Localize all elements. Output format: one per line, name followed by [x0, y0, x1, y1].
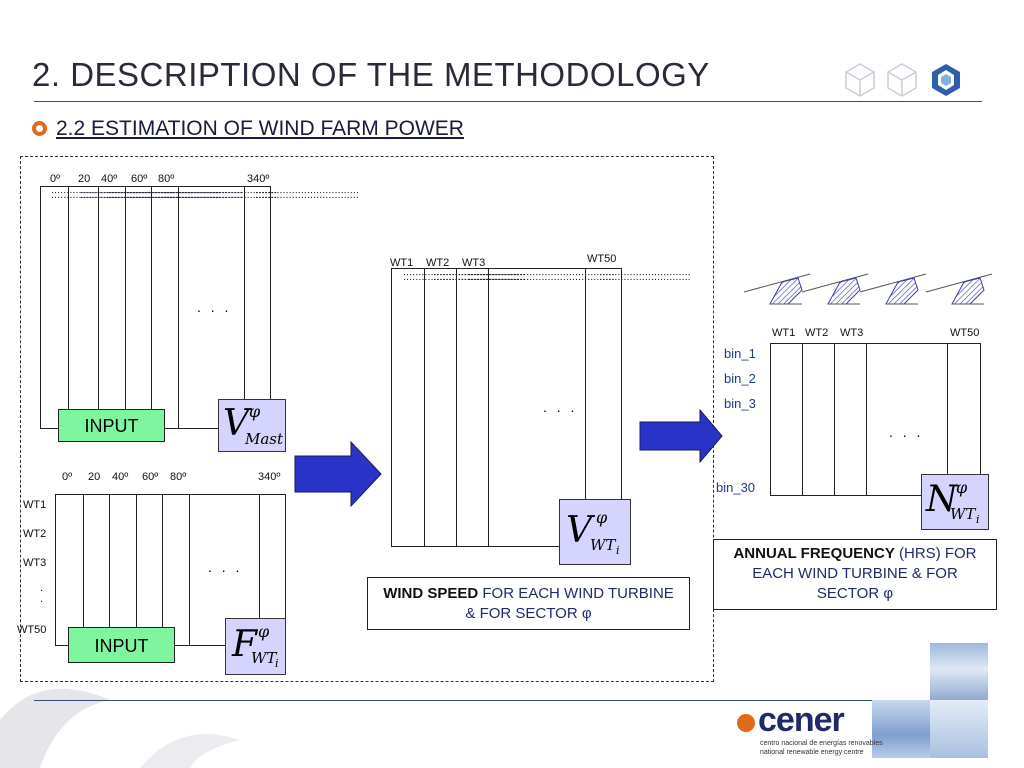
data-dots: :::::::::::::::::::::::::::::::::::::::: [403, 271, 526, 283]
freq-row-label: WT1 [23, 499, 47, 511]
section-subtitle: 2.2 ESTIMATION OF WIND FARM POWER [56, 117, 464, 140]
ws-turbine-label: WT1 [390, 257, 414, 269]
cube-outline-icon [845, 63, 875, 97]
bin-label: bin_2 [724, 371, 756, 386]
freq-input-label: INPUT [68, 627, 175, 663]
background-swirl [0, 688, 240, 768]
sky-photo-tile [872, 700, 930, 758]
f-wt-symbol: F φ WT i [225, 618, 286, 675]
data-dots: :::::::::::::::::::::::::::::::::::::::: [51, 189, 174, 201]
data-dots: :::::::::::::::::::::::::::::::::::::: [161, 189, 278, 201]
ws-turbine-label: WT3 [462, 257, 486, 269]
freq-row-label: WT50 [17, 624, 47, 636]
mast-sector-label: 340º [247, 173, 270, 185]
data-dots: :::::::::::::::::::::::: [80, 189, 154, 201]
section-bullet-icon [32, 121, 47, 136]
v-mast-symbol: V φ Mast [218, 399, 286, 452]
wind-speed-caption: WIND SPEED FOR EACH WIND TURBINE & FOR S… [367, 577, 690, 630]
ellipsis: . . . [208, 559, 243, 575]
mast-sector-label: 0º [50, 173, 61, 185]
title-divider [34, 101, 982, 102]
footer-divider [34, 700, 982, 701]
cube-outline-icon [887, 63, 917, 97]
flow-arrow [639, 408, 723, 464]
distribution-sketch-icon [925, 273, 993, 305]
mast-sector-label: 80º [158, 173, 175, 185]
sky-photo-tile [930, 643, 988, 701]
flow-arrow [294, 440, 382, 508]
freq-sector-label: 40º [112, 471, 129, 483]
freq-sector-label: 20 [88, 471, 101, 483]
ellipsis: . . . [197, 299, 232, 315]
ws-turbine-label: WT50 [587, 253, 617, 265]
freq-row-label: . [40, 593, 44, 605]
mast-input-label: INPUT [58, 409, 165, 442]
page-title: 2. DESCRIPTION OF THE METHODOLOGY [32, 56, 710, 93]
freq-row-label: WT2 [23, 528, 47, 540]
ws-turbine-label: WT2 [426, 257, 450, 269]
af-turbine-label: WT2 [805, 327, 829, 339]
af-turbine-label: WT1 [772, 327, 796, 339]
freq-sector-label: 60º [142, 471, 159, 483]
sky-photo-tile [930, 700, 988, 758]
freq-sector-label: 80º [170, 471, 187, 483]
mast-sector-label: 20 [78, 173, 91, 185]
annual-frequency-caption: ANNUAL FREQUENCY (HRS) FOR EACH WIND TUR… [713, 539, 997, 610]
distribution-sketch-icon [801, 273, 869, 305]
v-wt-symbol: V φ WT i [559, 499, 631, 565]
power-curve-sketches [743, 273, 993, 305]
n-wt-symbol: N φ WT i [921, 474, 989, 530]
distribution-sketch-icon [743, 273, 811, 305]
freq-row-label: . [40, 582, 44, 594]
freq-sector-label: 340º [258, 471, 281, 483]
cener-tagline-en: national renewable energy centre [760, 749, 864, 756]
cener-logo-text: cener [758, 701, 845, 739]
data-dots: :::::::::::::::::::::::::::::: [599, 271, 691, 283]
mast-wind-table: ::::::::::::::::::::::::::::::::::::::::… [40, 186, 359, 429]
cube-icons [845, 63, 960, 97]
data-dots: ::::::::::::::::::::::::::::::::::::::::… [108, 189, 243, 201]
annual-frequency-table: . . . [770, 343, 981, 496]
distribution-sketch-icon [859, 273, 927, 305]
freq-row-label: WT3 [23, 557, 47, 569]
data-dots: :::::::::::::::::::::::::::::::::: [255, 189, 359, 201]
cube-filled-icon [932, 64, 960, 96]
af-turbine-label: WT50 [950, 327, 980, 339]
data-dots: :::::::::::::::::::::::::::: [433, 271, 519, 283]
input-area-dashed-box [20, 156, 714, 682]
bin-label: bin_30 [716, 480, 756, 495]
freq-sector-label: 0º [62, 471, 73, 483]
data-dots: ::::::::::::::::::::::::::::::::::::::::… [468, 271, 615, 283]
ellipsis: . . . [543, 399, 578, 415]
cener-tagline-es: centro nacional de energías renovables [760, 740, 883, 747]
ellipsis: . . . [889, 424, 924, 440]
bin-label: bin_3 [724, 396, 756, 411]
data-dots: :::::::::::::::::::::::::::: [135, 189, 221, 201]
af-turbine-label: WT3 [840, 327, 864, 339]
bin-label: bin_1 [724, 346, 756, 361]
mast-sector-label: 40º [101, 173, 118, 185]
cener-logo-icon [737, 714, 755, 732]
mast-sector-label: 60º [131, 173, 148, 185]
